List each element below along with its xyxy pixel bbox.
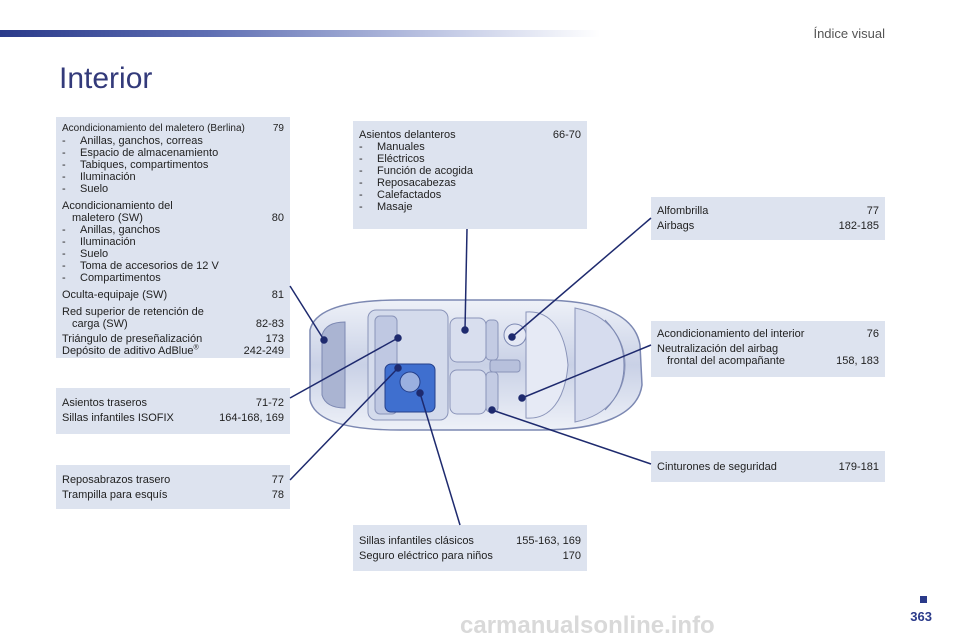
airbag-off-page: 158, 183 bbox=[836, 355, 879, 367]
list-item: -Suelo bbox=[62, 248, 109, 260]
rear-seats-label: Asientos traseros bbox=[62, 397, 147, 409]
list-item: -Toma de accesorios de 12 V bbox=[62, 260, 219, 272]
list-item: -Masaje bbox=[359, 201, 413, 213]
list-item: -Iluminación bbox=[62, 171, 136, 183]
car-top-view-illustration bbox=[309, 299, 643, 431]
net-page: 82-83 bbox=[255, 318, 284, 330]
section-title: Índice visual bbox=[813, 26, 885, 41]
front-seats-label: Asientos delanteros bbox=[359, 129, 456, 141]
airbags-label: Airbags bbox=[657, 220, 695, 232]
list-item: -Compartimentos bbox=[62, 272, 161, 284]
belts-label: Cinturones de seguridad bbox=[657, 461, 777, 473]
box-mat-airbags: Alfombrilla 77 Airbags 182-185 bbox=[651, 197, 885, 240]
triangle-page: 173 bbox=[265, 333, 284, 345]
child-seats-page: 155-163, 169 bbox=[516, 535, 581, 547]
armrest-page: 77 bbox=[271, 474, 284, 486]
list-item: -Suelo bbox=[62, 183, 109, 195]
box-rear-seats: Asientos traseros 71-72 Sillas infantiles… bbox=[56, 388, 290, 434]
triangle-label: Triángulo de preseñalización bbox=[62, 333, 203, 345]
belts-page: 179-181 bbox=[838, 461, 879, 473]
airbag-off-label-a: Neutralización del airbag bbox=[657, 343, 779, 355]
list-item: -Anillas, ganchos, correas bbox=[62, 135, 203, 147]
watermark: carmanualsonline.info bbox=[460, 612, 715, 639]
interior-page: 76 bbox=[866, 328, 879, 340]
adblue-label: Depósito de aditivo AdBlue bbox=[62, 345, 194, 357]
luggage-sw-label-a: Acondicionamiento del bbox=[62, 200, 173, 212]
page-title: Interior bbox=[59, 62, 153, 95]
luggage-sw-page: 80 bbox=[271, 212, 284, 224]
luggage-label: Acondicionamiento del maletero (Berlina) bbox=[62, 123, 245, 134]
child-lock-label: Seguro eléctrico para niños bbox=[359, 550, 493, 562]
child-lock-page: 170 bbox=[562, 550, 581, 562]
airbags-page: 182-185 bbox=[838, 220, 879, 232]
page-marker bbox=[920, 596, 927, 603]
list-item: -Iluminación bbox=[62, 236, 136, 248]
luggage-page: 79 bbox=[272, 123, 284, 134]
armrest-label: Reposabrazos trasero bbox=[62, 474, 171, 486]
list-item: -Reposacabezas bbox=[359, 177, 456, 189]
list-item: -Eléctricos bbox=[359, 153, 425, 165]
box-armrest: Reposabrazos trasero 77 Trampilla para es… bbox=[56, 465, 290, 509]
box-luggage: Acondicionamiento del maletero (Berlina)… bbox=[56, 117, 290, 358]
list-item: -Tabiques, compartimentos bbox=[62, 159, 209, 171]
ski-flap-page: 78 bbox=[271, 489, 284, 501]
page-number: 363 bbox=[910, 609, 932, 624]
list-item: -Anillas, ganchos bbox=[62, 224, 161, 236]
cover-page: 81 bbox=[271, 289, 284, 301]
interior-label: Acondicionamiento del interior bbox=[657, 328, 805, 340]
box-seat-belts: Cinturones de seguridad 179-181 bbox=[651, 451, 885, 482]
cover-label: Oculta-equipaje (SW) bbox=[62, 289, 168, 301]
list-item: -Manuales bbox=[359, 141, 425, 153]
list-item: -Función de acogida bbox=[359, 165, 474, 177]
isofix-label: Sillas infantiles ISOFIX bbox=[62, 412, 174, 424]
net-label-b: carga (SW) bbox=[72, 318, 128, 330]
child-seats-label: Sillas infantiles clásicos bbox=[359, 535, 474, 547]
rear-seats-page: 71-72 bbox=[255, 397, 284, 409]
airbag-off-label-b: frontal del acompañante bbox=[667, 355, 786, 367]
ski-flap-label: Trampilla para esquís bbox=[62, 489, 168, 501]
adblue-page: 242-249 bbox=[243, 345, 284, 357]
list-item: -Calefactados bbox=[359, 189, 442, 201]
header-accent-bar bbox=[0, 30, 600, 37]
box-child-seats: Sillas infantiles clásicos 155-163, 169 S… bbox=[353, 525, 587, 571]
luggage-sw-label-b: maletero (SW) bbox=[72, 212, 143, 224]
mat-label: Alfombrilla bbox=[657, 205, 709, 217]
box-front-seats: Asientos delanteros 66-70 -Manuales -Eléc… bbox=[353, 121, 587, 229]
registered-mark: ® bbox=[193, 344, 199, 352]
box-interior: Acondicionamiento del interior 76 Neutral… bbox=[651, 321, 885, 377]
mat-page: 77 bbox=[866, 205, 879, 217]
front-seats-page: 66-70 bbox=[552, 129, 581, 141]
list-item: -Espacio de almacenamiento bbox=[62, 147, 219, 159]
isofix-page: 164-168, 169 bbox=[219, 412, 284, 424]
net-label-a: Red superior de retención de bbox=[62, 306, 204, 318]
